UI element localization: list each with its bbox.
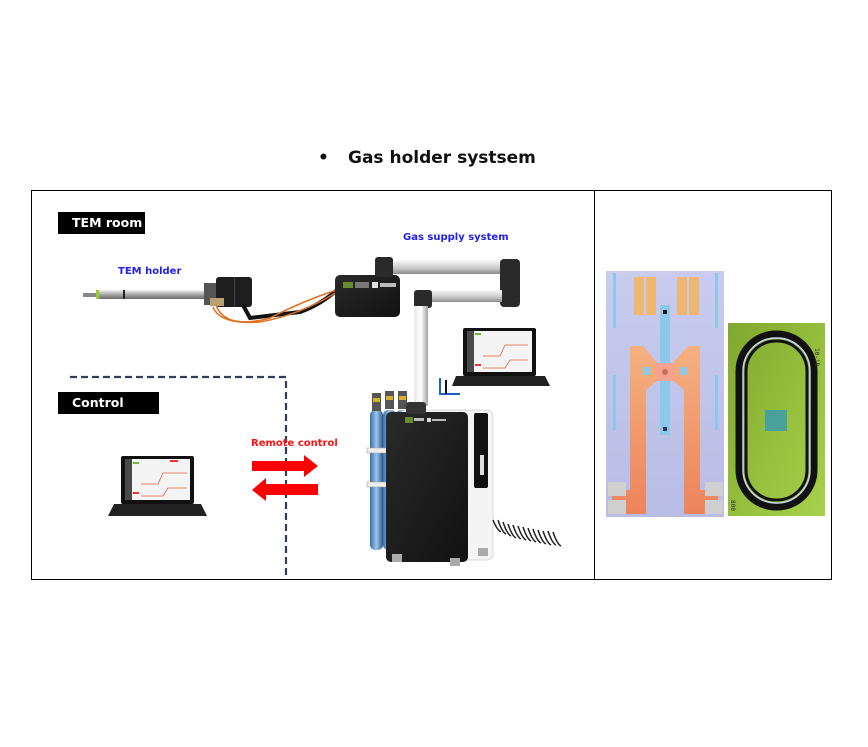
tem-holder-illustration xyxy=(83,277,252,307)
gas-supply-cabinet xyxy=(386,402,494,566)
gas-tubes xyxy=(212,288,339,324)
tem-holder-label: TEM holder xyxy=(118,266,182,277)
gas-supply-label: Gas supply system xyxy=(403,232,509,243)
control-room-label: Control room xyxy=(58,392,159,432)
heading-text: Gas holder systsem xyxy=(348,148,536,168)
arrow-right xyxy=(252,455,318,477)
micrograph-mems-chip xyxy=(606,271,724,517)
tem-room-label: TEM room xyxy=(58,212,145,234)
support-arm xyxy=(375,257,520,406)
laptop-control-room-illustration xyxy=(108,456,207,516)
holder-rod xyxy=(98,290,208,299)
laptop-arm-illustration xyxy=(439,328,550,395)
micrograph-green-chip: 10-1B 800 xyxy=(728,323,825,516)
bullet: • xyxy=(318,148,329,168)
page-heading: • Gas holder systsem xyxy=(318,148,536,168)
chip-marking-bottom: 800 xyxy=(729,500,736,511)
exhaust-hose xyxy=(492,519,562,547)
remote-control-arrows xyxy=(252,455,318,501)
gas-control-box xyxy=(335,275,400,317)
remote-control-label: Remote control xyxy=(251,438,338,449)
holder-tip xyxy=(83,293,101,297)
arrow-left xyxy=(252,478,318,501)
chip-marking-top: 10-1B xyxy=(813,348,820,366)
content-table xyxy=(31,190,832,580)
room-boundary-line xyxy=(70,375,288,578)
table-divider xyxy=(594,190,595,580)
